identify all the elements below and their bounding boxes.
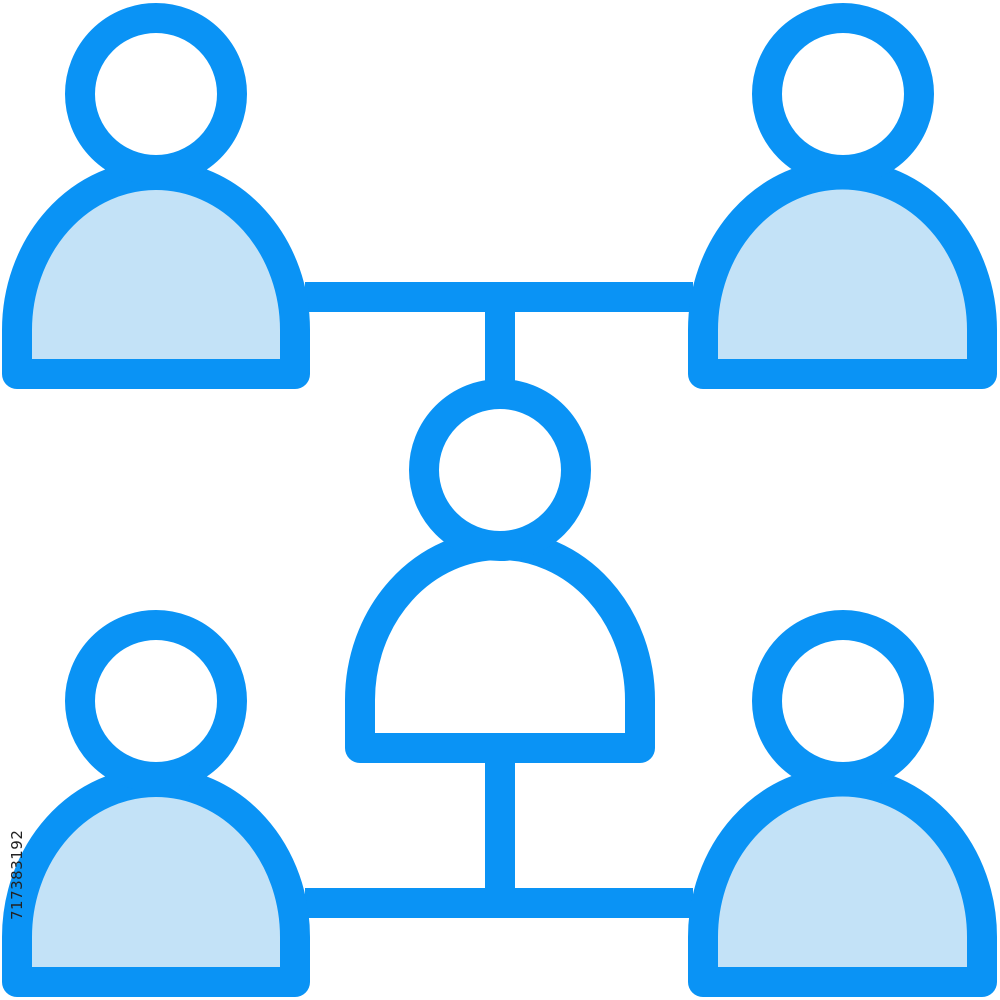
watermark-id-text: 717383192 [8,829,26,920]
person-top-right-head [752,3,934,185]
person-bottom-right-body [688,766,997,997]
person-bottom-right-head [752,610,934,792]
person-top-left-head [65,3,247,185]
person-center-head [409,379,591,561]
person-bottom-left-body [2,767,310,997]
person-bottom-left-icon [2,610,310,997]
person-center-body [345,530,655,763]
person-center-icon [345,379,655,763]
connector-lines [305,282,693,918]
person-top-left-icon [2,3,310,389]
person-top-right-icon [688,3,997,389]
person-top-left-body [2,160,310,389]
person-top-right-body [688,159,997,389]
person-bottom-left-head [65,610,247,792]
person-bottom-right-icon [688,610,997,997]
